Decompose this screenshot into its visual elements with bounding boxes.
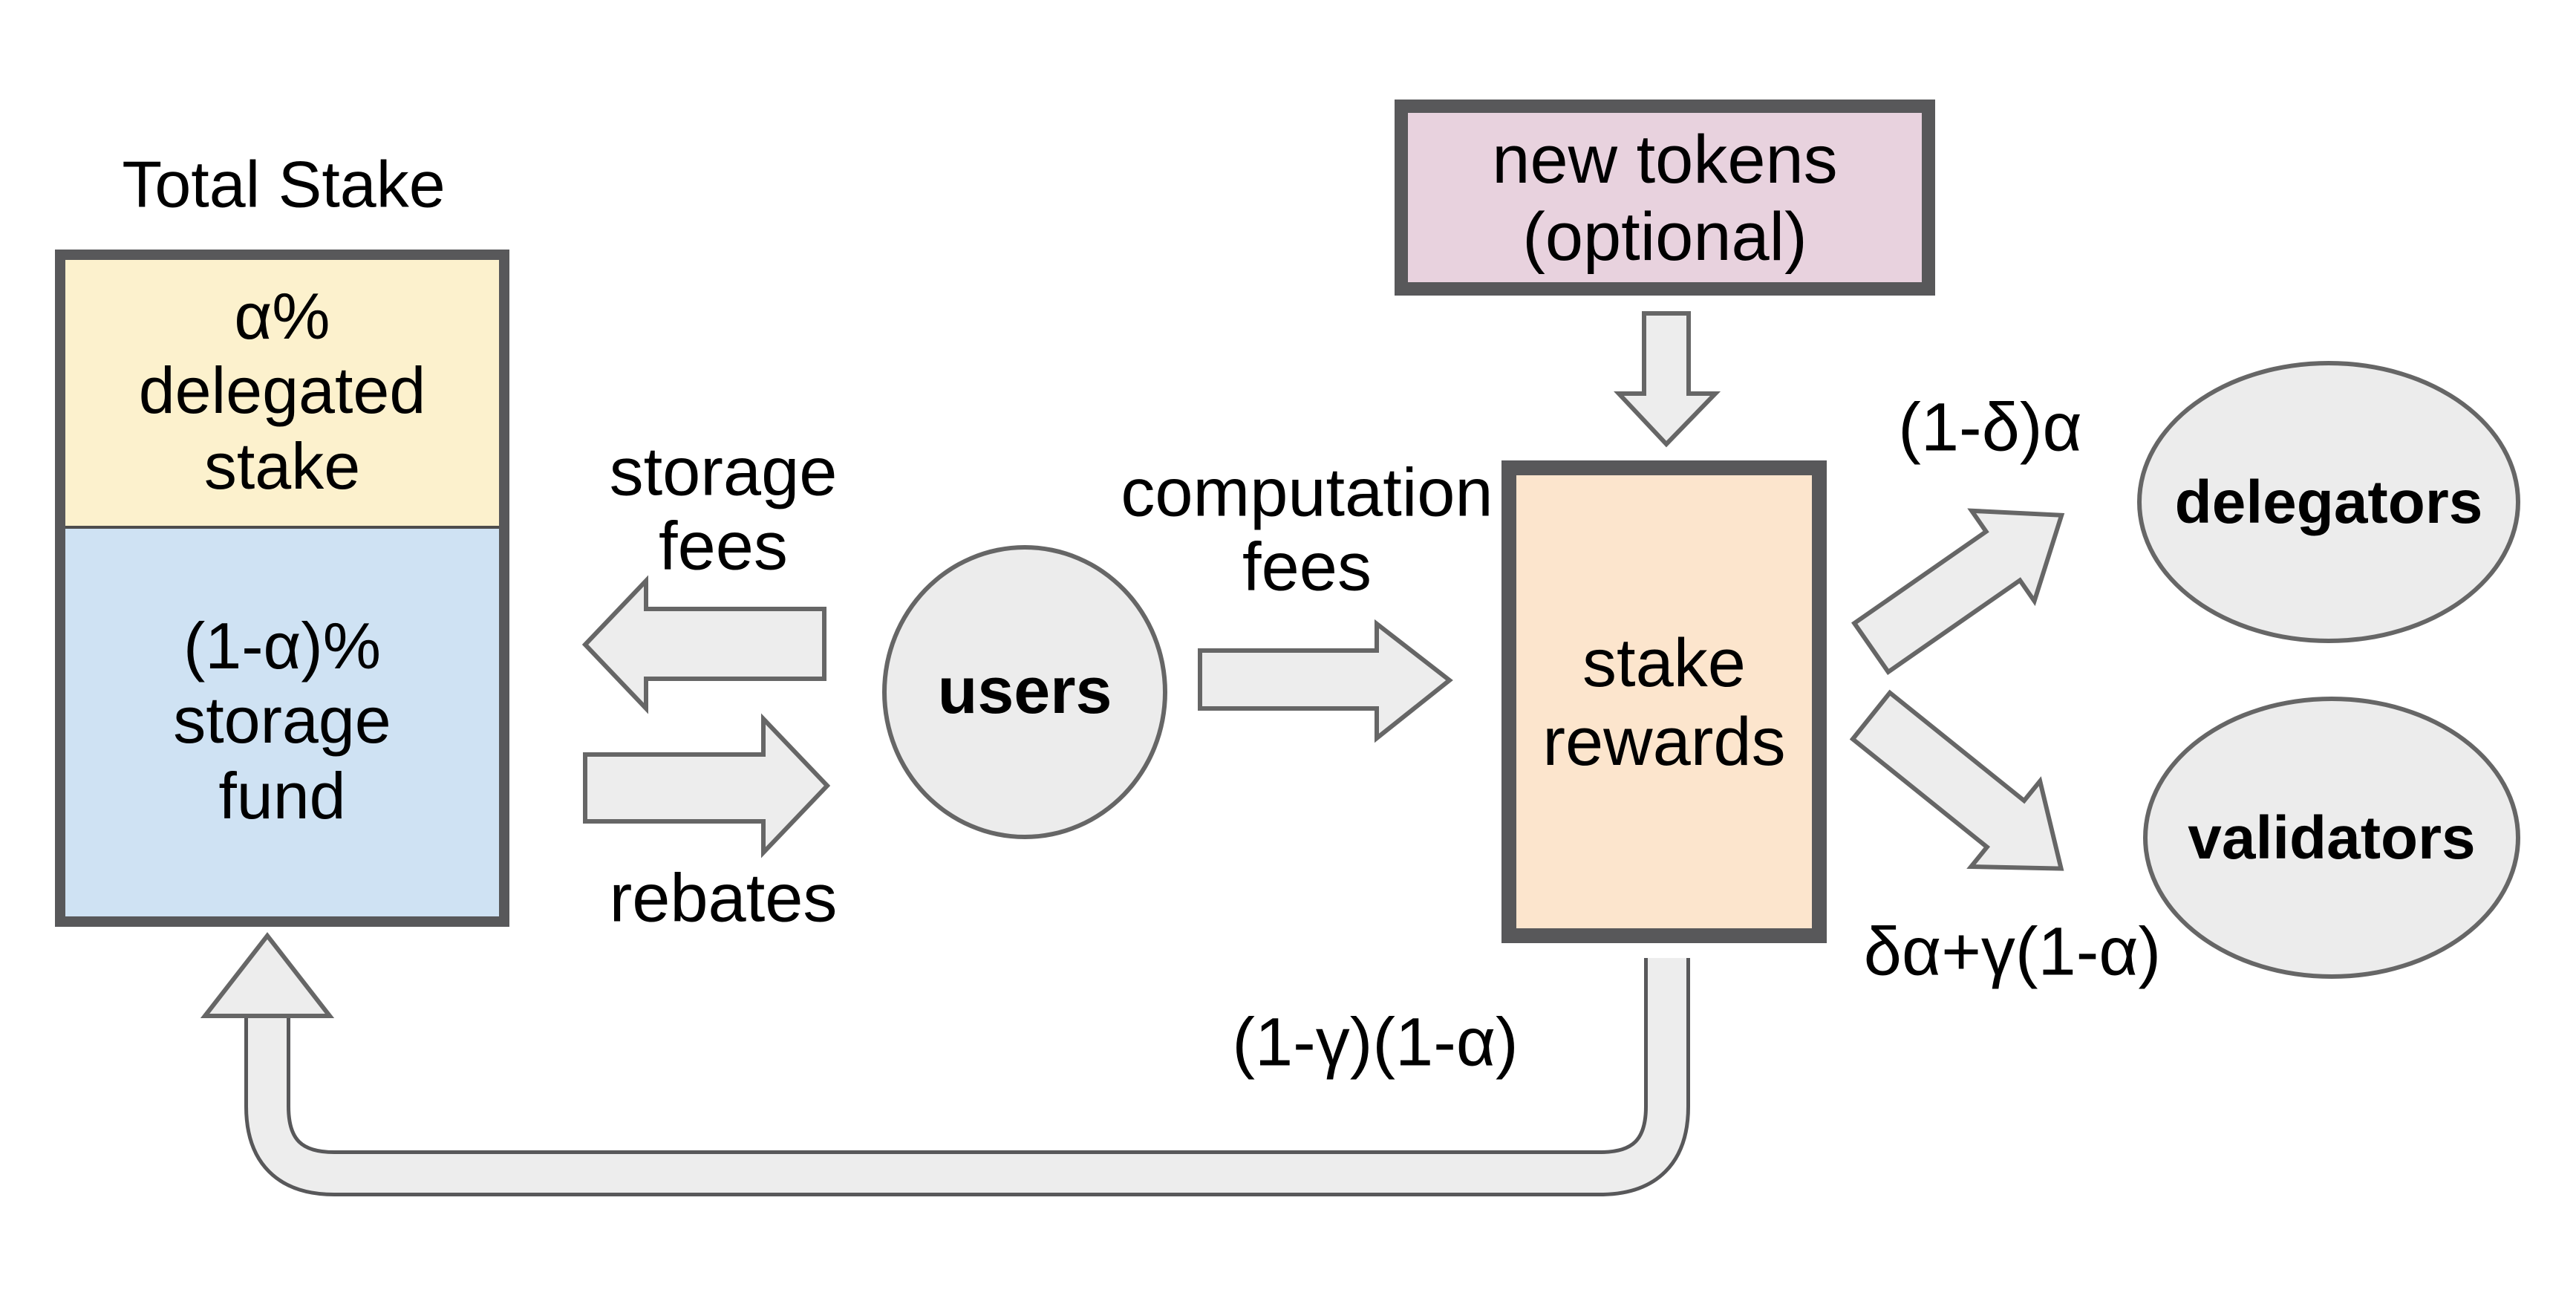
computation-fees-arrow-icon [1198,619,1453,743]
new-tokens-label: new tokens (optional) [1492,120,1838,275]
rebates-label: rebates [609,858,838,936]
return-pipe-arrowhead-icon [200,932,335,1018]
delegated-stake-section: α% delegated stake [65,260,499,526]
return-pipe-fill [248,958,1686,1193]
delegators-label: delegators [2174,467,2483,535]
validators-arrow-icon [1849,689,2064,871]
delegators-share-label: (1-δ)α [1898,388,2082,466]
stake-rewards-box: stake rewards [1501,460,1827,943]
storage-fees-arrow-icon [581,575,826,714]
users-node: users [882,545,1167,839]
storage-fund-label: (1-α)% storage fund [173,610,391,833]
total-stake-title: Total Stake [122,149,446,222]
computation-fees-label: computation fees [1121,453,1493,605]
users-label: users [937,655,1112,728]
storage-fund-section: (1-α)% storage fund [65,526,499,916]
delegators-node: delegators [2137,361,2520,643]
storage-fees-label: storage fees [609,432,838,584]
validators-node: validators [2143,697,2520,979]
total-stake-box: α% delegated stake (1-α)% storage fund [55,250,509,927]
validators-share-label: δα+γ(1-α) [1863,912,2162,990]
stake-rewards-label: stake rewards [1542,624,1786,779]
validators-label: validators [2188,803,2476,871]
delegated-stake-label: α% delegated stake [138,281,426,504]
storage-fund-return-label: (1-γ)(1-α) [1232,1003,1519,1081]
delegators-arrow-icon [1851,508,2065,675]
new-tokens-box: new tokens (optional) [1395,100,1935,296]
rebates-arrow-icon [583,713,831,858]
new-tokens-down-arrow-icon [1614,311,1721,448]
